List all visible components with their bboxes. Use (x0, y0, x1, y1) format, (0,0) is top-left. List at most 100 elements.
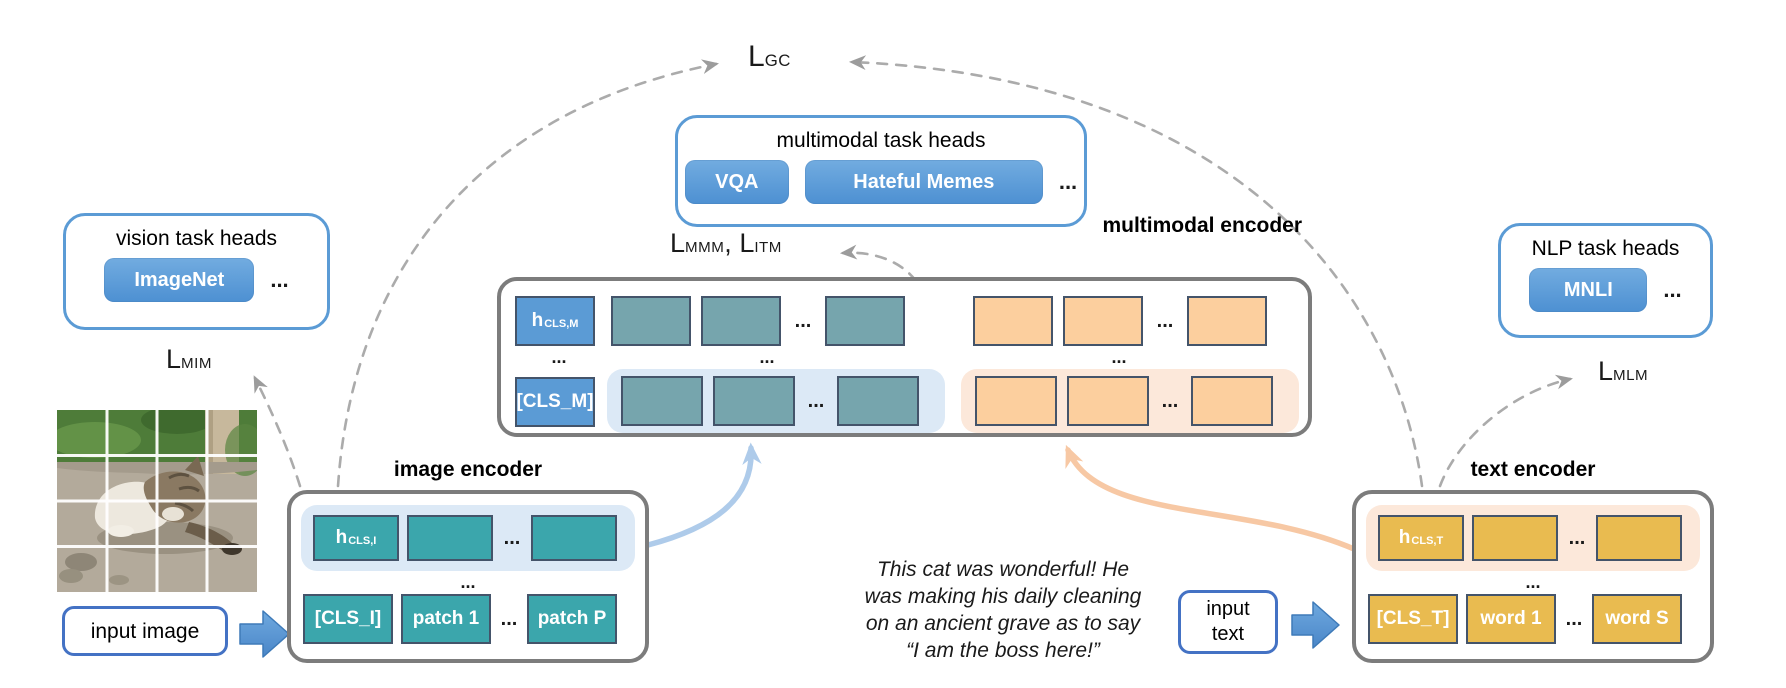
image-encoder-input-row: [CLS_I] patch 1 ... patch P (303, 594, 617, 644)
layers-ellipsis: ... (1111, 347, 1127, 367)
multimodal-image-input-highlight: ... (607, 369, 945, 433)
layers-ellipsis: ... (551, 347, 567, 367)
word-s-block: word S (1592, 594, 1682, 644)
row-ellipsis: ... (1161, 389, 1179, 412)
multimodal-text-token (973, 296, 1053, 346)
loss-mim-sub: MIM (181, 355, 212, 372)
multimodal-image-input-token (837, 376, 919, 426)
row-ellipsis: ... (1568, 526, 1586, 549)
text-encoder-input-row: [CLS_T] word 1 ... word S (1368, 594, 1682, 644)
row-ellipsis: ... (1565, 607, 1583, 630)
input-text-label: input text (1178, 590, 1278, 654)
vision-task-heads-title: vision task heads (115, 227, 278, 250)
vision-task-heads-box: vision task heads ImageNet ... (63, 213, 330, 330)
input-text-caption: This cat was wonderful! He was making hi… (828, 556, 1178, 664)
mnli-button: MNLI (1529, 268, 1648, 312)
multimodal-heads-ellipsis: ... (1058, 169, 1078, 194)
multimodal-text-token (1187, 296, 1267, 346)
row-ellipsis: ... (794, 309, 812, 332)
input-image-text: input image (90, 619, 200, 643)
caption-line: was making his daily cleaning (864, 585, 1142, 608)
text-hidden-token (1472, 515, 1558, 561)
loss-mlm-main: L (1598, 356, 1614, 386)
multimodal-text-input-token (975, 376, 1057, 426)
h-cls-m-main: h (531, 310, 544, 331)
multimodal-image-input-token (713, 376, 795, 426)
h-cls-i-sub: CLS,I (348, 535, 377, 547)
multimodal-task-heads-row: VQA Hateful Memes ... (684, 160, 1078, 204)
input-image-photo (49, 406, 265, 592)
h-cls-t-main: h (1398, 527, 1411, 548)
hateful-memes-button: Hateful Memes (804, 160, 1043, 204)
input-text-line1: input (1206, 598, 1250, 620)
multimodal-image-token (701, 296, 781, 346)
multimodal-text-hidden-row: ... (973, 296, 1267, 346)
multimodal-image-token (825, 296, 905, 346)
row-ellipsis: ... (807, 389, 825, 412)
loss-gc: LGC (748, 40, 791, 74)
multimodal-text-input-token (1191, 376, 1273, 426)
multimodal-image-hidden-row: ... (611, 296, 905, 346)
patch-1-block: patch 1 (401, 594, 491, 644)
loss-mim: LMIM (166, 344, 212, 375)
input-text-arrow-icon (1291, 601, 1340, 649)
loss-gc-sub: GC (764, 51, 791, 70)
row-ellipsis: ... (500, 607, 518, 630)
input-text-line2: text (1211, 623, 1245, 645)
loss-mim-main: L (166, 344, 182, 374)
word-1-block: word 1 (1466, 594, 1556, 644)
image-hidden-token (407, 515, 493, 561)
imagenet-button: ImageNet (104, 258, 255, 302)
cls-m-block: [CLS_M] (515, 377, 595, 427)
text-hidden-token (1596, 515, 1682, 561)
h-cls-t-sub: CLS,T (1411, 535, 1444, 547)
nlp-heads-ellipsis: ... (1663, 277, 1682, 302)
vision-task-heads-row: ImageNet ... (104, 258, 289, 302)
text-encoder-label: text encoder (1470, 458, 1596, 481)
multimodal-task-heads-title: multimodal task heads (776, 129, 986, 152)
loss-mlm-sub: MLM (1613, 367, 1649, 384)
row-ellipsis: ... (503, 526, 521, 549)
caption-line: “I am the boss here!” (906, 639, 1100, 662)
multimodal-text-input-token (1067, 376, 1149, 426)
input-image-label: input image (62, 606, 228, 656)
cls-t-block: [CLS_T] (1368, 594, 1458, 644)
h-cls-i-main: h (335, 527, 348, 548)
multimodal-image-input-token (621, 376, 703, 426)
loss-mmm-main: L (670, 228, 686, 258)
multimodal-image-token (611, 296, 691, 346)
layers-ellipsis: ... (1525, 572, 1541, 592)
patch-grid-lines (57, 410, 257, 592)
loss-separator: , (724, 228, 740, 258)
multimodal-encoder-label: multimodal encoder (1102, 214, 1302, 237)
caption-line: This cat was wonderful! He (876, 558, 1130, 581)
multimodal-text-token (1063, 296, 1143, 346)
cls-i-block: [CLS_I] (303, 594, 393, 644)
layers-ellipsis: ... (759, 347, 775, 367)
vqa-button: VQA (684, 160, 789, 204)
image-encoder-label: image encoder (393, 458, 543, 481)
cat-photo (49, 406, 265, 592)
loss-mmm-itm: LMMM, LITM (670, 228, 782, 259)
loss-mlm: LMLM (1598, 356, 1648, 387)
loss-gc-main: L (748, 40, 765, 73)
layers-ellipsis: ... (460, 572, 476, 592)
nlp-task-heads-box: NLP task heads MNLI ... (1498, 223, 1713, 338)
patch-p-block: patch P (527, 594, 617, 644)
loss-itm-sub: ITM (754, 239, 782, 256)
image-hidden-token (531, 515, 617, 561)
vision-heads-ellipsis: ... (270, 267, 289, 292)
multimodal-task-heads-box: multimodal task heads VQA Hateful Memes … (675, 115, 1087, 227)
caption-line: on an ancient grave as to say (865, 612, 1141, 635)
nlp-task-heads-title: NLP task heads (1531, 237, 1680, 260)
loss-itm-main: L (739, 228, 755, 258)
